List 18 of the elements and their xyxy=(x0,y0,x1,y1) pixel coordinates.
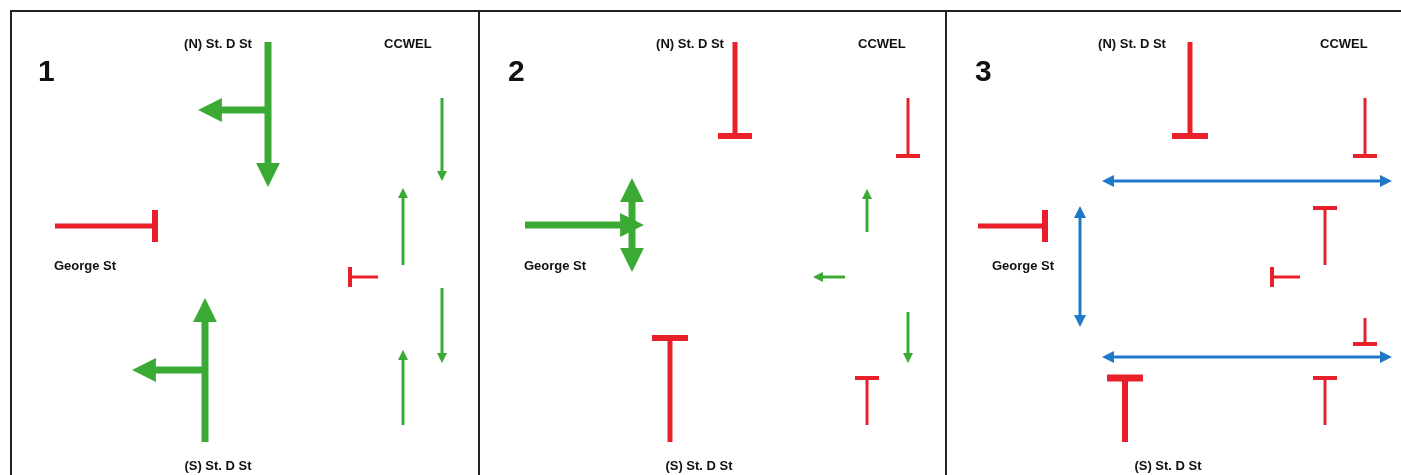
street-label: CCWEL xyxy=(858,36,906,51)
street-label: (N) St. D St xyxy=(184,36,252,51)
street-label: George St xyxy=(524,258,587,273)
phase-panel xyxy=(478,10,947,475)
phase-panel xyxy=(945,10,1401,475)
phase-number: 1 xyxy=(38,54,55,88)
street-label: (S) St. D St xyxy=(665,458,733,473)
street-label: CCWEL xyxy=(384,36,432,51)
phase-number: 2 xyxy=(508,54,525,88)
street-label: CCWEL xyxy=(1320,36,1368,51)
street-label: (N) St. D St xyxy=(656,36,724,51)
phase-number: 3 xyxy=(975,54,992,88)
phase-panel xyxy=(10,10,480,475)
street-label: (S) St. D St xyxy=(184,458,252,473)
street-label: (N) St. D St xyxy=(1098,36,1166,51)
street-label: (S) St. D St xyxy=(1134,458,1202,473)
street-label: George St xyxy=(54,258,117,273)
street-label: George St xyxy=(992,258,1055,273)
